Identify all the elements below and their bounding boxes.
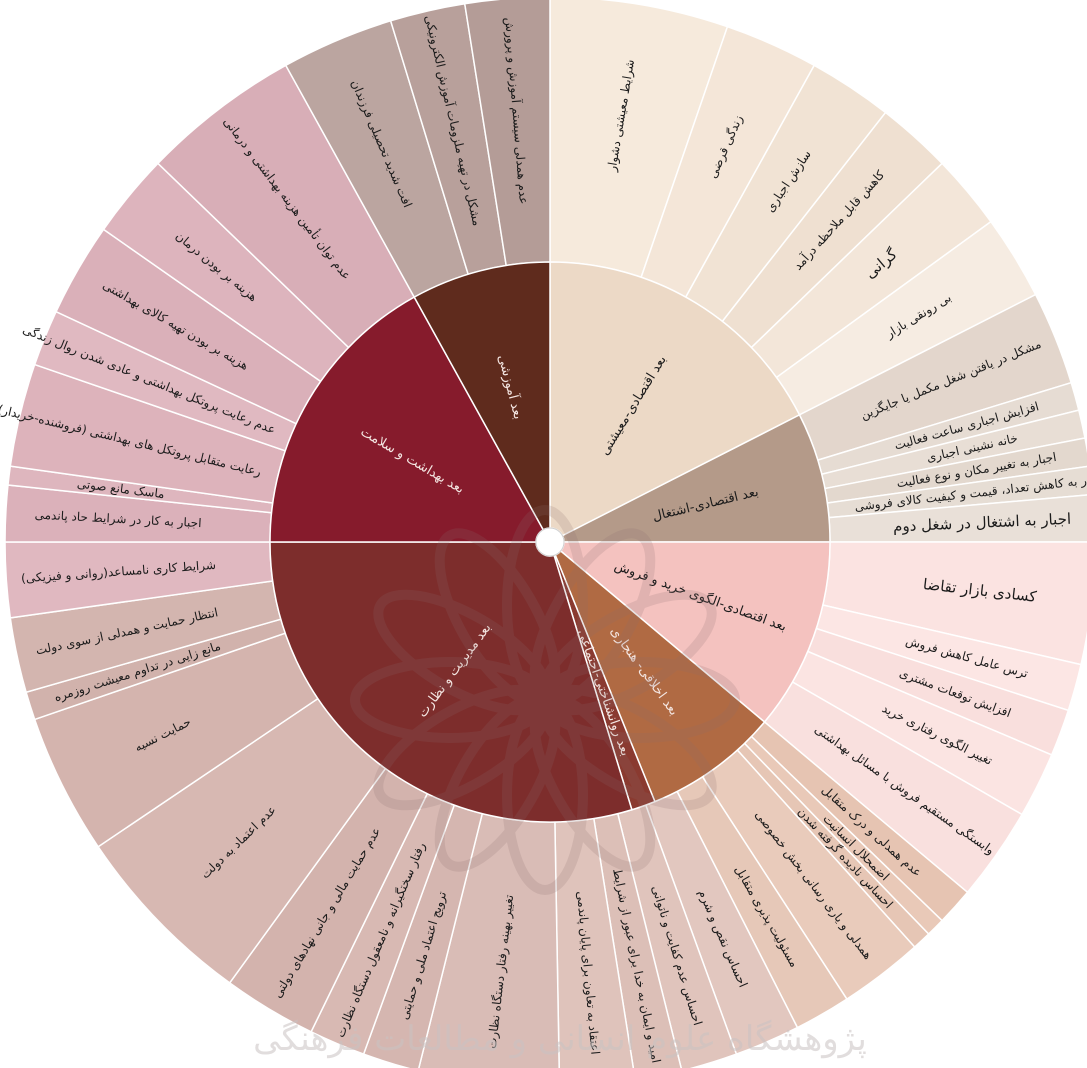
watermark-logo-icon — [350, 505, 740, 895]
watermark-text: پژوهشگاه علوم انسانی و مطالعات فرهنگی — [253, 1019, 867, 1059]
center-hub — [535, 527, 565, 557]
watermark-petal — [540, 657, 740, 743]
watermark-petal — [502, 695, 588, 895]
watermark-petal — [434, 528, 561, 708]
watermark-petal — [502, 505, 588, 705]
watermark-petal — [373, 589, 553, 716]
watermark-petal — [537, 589, 717, 716]
watermark-petal — [350, 657, 550, 743]
watermark-petal — [373, 684, 553, 811]
watermark-petal — [529, 692, 656, 872]
watermark-petal — [537, 684, 717, 811]
watermark-petal — [529, 528, 656, 708]
watermark-petal — [434, 692, 561, 872]
